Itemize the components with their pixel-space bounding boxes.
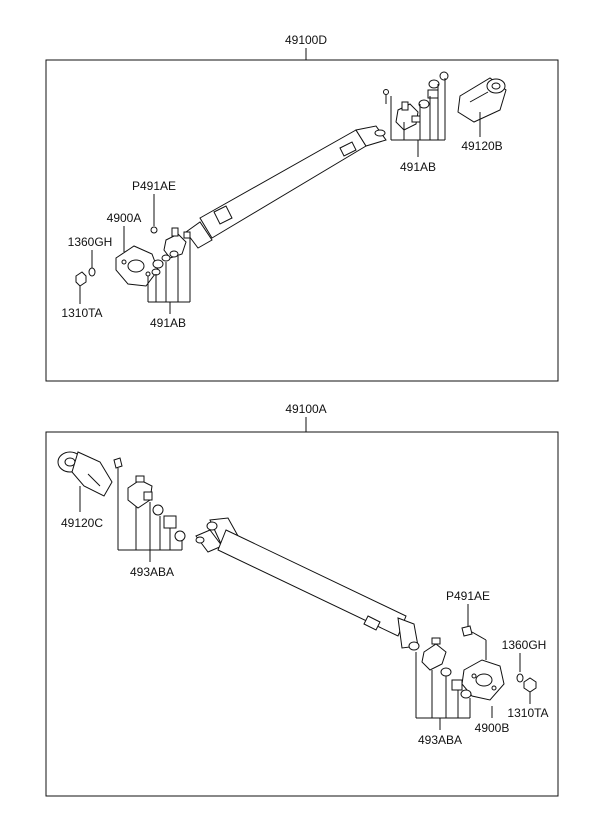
part-label-493aba-left: 493ABA [130,565,174,579]
part-label-491ab-lower: 491AB [150,316,186,330]
part-label-p491ae-bottom: P491AE [446,589,490,603]
part-label-493aba-right: 493ABA [418,733,462,747]
ujoint-kit-right [408,637,472,730]
part-label-1360gh-bottom: 1360GH [502,638,547,652]
assembly-frame [45,431,559,797]
propeller-shaft [195,517,419,649]
assembly-label-49100d: 49100D [285,33,327,47]
assembly-label-49100a: 49100A [285,402,326,416]
flange-yoke-left [115,245,159,287]
part-label-491ab-upper: 491AB [400,160,436,174]
flange-yoke-right [461,625,505,701]
washer-nut-left [75,267,96,287]
part-label-4900a: 4900A [107,211,142,225]
washer-nut-right [516,673,537,693]
assembly-49100d: 49100D 49120B [45,33,559,382]
part-label-1310ta: 1310TA [61,306,102,320]
part-label-49120c: 49120C [61,516,103,530]
ujoint-kit-upper [383,71,449,157]
assembly-frame [45,59,559,382]
slip-yoke [57,451,113,497]
ujoint-kit-lower [147,226,191,314]
part-label-1360gh: 1360GH [68,235,113,249]
assembly-49100a: 49100A 49120C [45,402,559,797]
ujoint-kit-left [113,457,186,562]
part-label-4900b: 4900B [475,721,510,735]
propeller-shaft [185,125,387,249]
part-label-49120b: 49120B [461,139,502,153]
part-label-1310ta-bottom: 1310TA [507,706,548,720]
slip-yoke [457,77,507,123]
part-label-p491ae: P491AE [132,179,176,193]
